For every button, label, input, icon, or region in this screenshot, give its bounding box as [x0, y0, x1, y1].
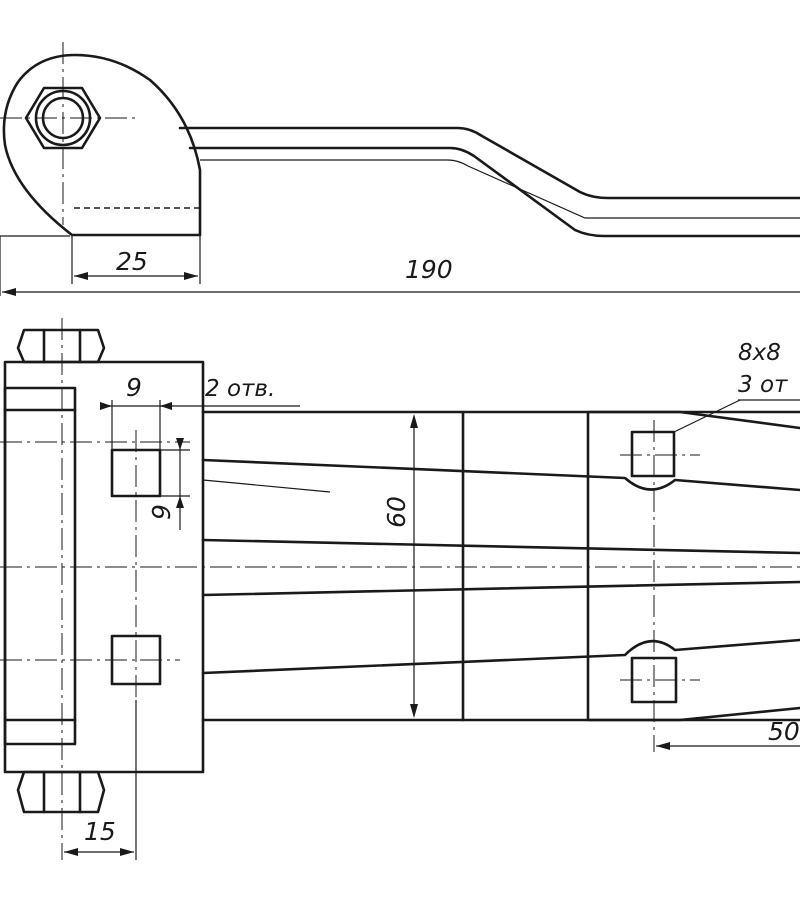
arrow-15-left	[64, 848, 78, 856]
plan-view: 9 2 отв. 9 60 8x8 3 от 50 15	[0, 318, 800, 860]
eye-outline	[2, 53, 202, 237]
spring-arm-lower	[188, 146, 800, 238]
arrow-60-bottom	[410, 704, 418, 718]
dim-label-9h: 9	[147, 504, 176, 520]
arrow-9h-bottom	[176, 496, 184, 508]
dim-label-50: 50	[768, 717, 800, 746]
dim-label-25: 25	[116, 247, 148, 276]
arrow-9h-top	[176, 438, 184, 450]
leaf-edge-3	[201, 580, 800, 597]
leaf-hole-top	[630, 430, 676, 478]
top-nut	[16, 328, 106, 364]
hex-nut	[24, 86, 102, 150]
leaf-taper-upper	[201, 458, 800, 492]
arrow-15-right	[120, 848, 134, 856]
spring-arm-upper	[178, 126, 800, 200]
side-view: 25 190	[0, 42, 800, 296]
leaf-taper-lower	[201, 638, 800, 675]
leaf-thin-line	[202, 479, 331, 493]
leader-holes-3	[673, 399, 741, 433]
arrow-25-left	[74, 272, 88, 280]
arrow-50-left	[656, 742, 670, 750]
note-holes-3: 3 от	[738, 372, 788, 398]
arrow-190-left	[2, 288, 16, 296]
dim-label-15: 15	[84, 817, 116, 846]
spring-arm-inner	[200, 159, 800, 219]
note-holes-2: 2 отв.	[205, 376, 275, 402]
arrow-9w-left	[100, 402, 112, 410]
dim-label-190: 190	[405, 255, 453, 284]
leaf-edge-2	[201, 538, 800, 555]
leaf-bottom-flare	[588, 706, 800, 722]
clamp-block	[3, 360, 205, 774]
leaf-top-flare	[588, 410, 800, 430]
bottom-nut	[16, 770, 106, 814]
arrow-60-top	[410, 414, 418, 428]
dim-label-60: 60	[382, 496, 411, 528]
arrow-25-right	[184, 272, 198, 280]
dim-label-9w: 9	[126, 373, 142, 402]
note-square-size: 8x8	[738, 340, 781, 366]
bolt-shank	[3, 386, 77, 746]
